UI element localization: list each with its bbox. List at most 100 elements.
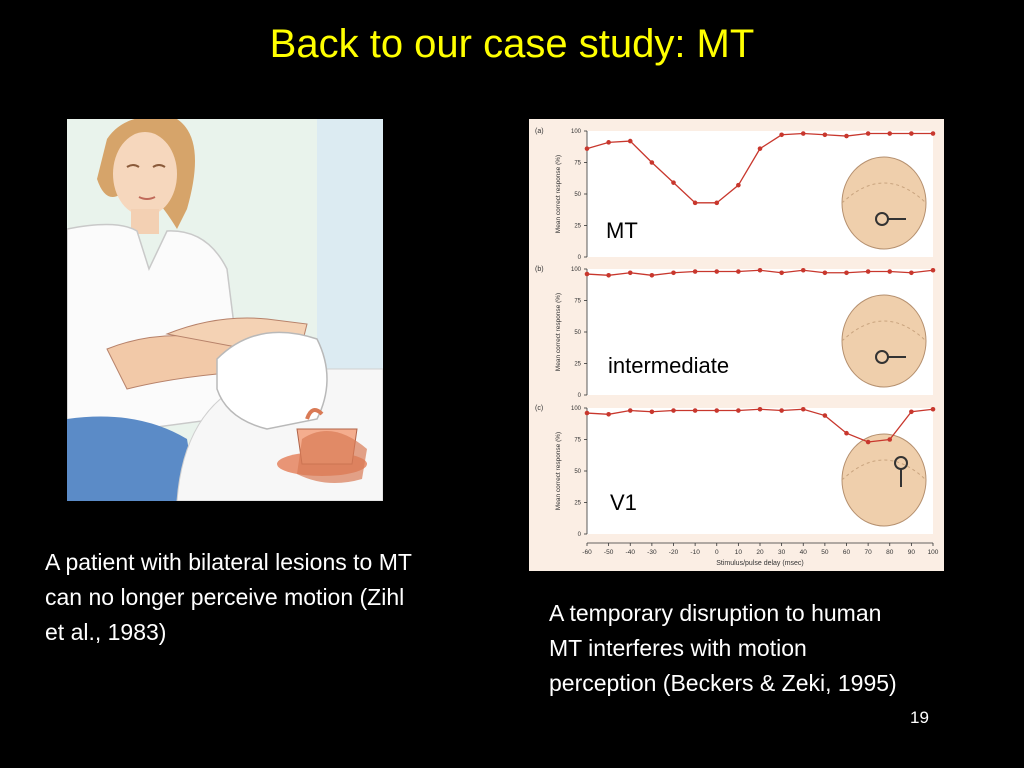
data-point-1-16 (930, 267, 936, 273)
y-tick-label-0-0: 0 (578, 255, 582, 261)
panel-tag-2: (c) (535, 405, 543, 412)
x-tick-label-2: -40 (626, 549, 636, 556)
data-point-2-8 (757, 406, 763, 412)
data-point-2-3 (649, 409, 655, 415)
data-point-1-2 (627, 270, 633, 276)
data-point-0-5 (692, 200, 698, 206)
data-point-0-14 (887, 131, 893, 136)
data-point-1-1 (606, 273, 611, 278)
data-point-2-4 (671, 408, 676, 413)
region-label-v1: V1 (610, 490, 637, 515)
data-point-2-1 (606, 412, 611, 417)
x-tick-label-5: -10 (690, 549, 700, 556)
y-tick-label-2-0: 0 (578, 532, 582, 538)
data-point-2-13 (865, 439, 871, 445)
data-point-1-13 (865, 269, 871, 274)
y-axis-label-2: Mean correct response (%) (555, 432, 562, 510)
x-tick-label-1: -50 (604, 549, 614, 556)
x-tick-label-7: 10 (735, 549, 743, 556)
y-tick-label-0-50: 50 (574, 192, 581, 198)
data-point-0-1 (606, 140, 611, 145)
data-point-0-13 (865, 131, 871, 136)
data-point-0-9 (779, 132, 784, 138)
data-point-2-7 (736, 408, 741, 413)
x-tick-label-8: 20 (756, 549, 764, 556)
data-point-0-2 (627, 138, 633, 144)
x-tick-label-11: 50 (821, 549, 829, 556)
y-tick-label-2-75: 75 (574, 438, 581, 444)
data-point-0-4 (671, 180, 676, 185)
data-point-0-0 (584, 146, 590, 151)
panel-tag-1: (b) (535, 266, 544, 273)
data-point-2-0 (584, 410, 590, 416)
y-tick-label-1-75: 75 (574, 299, 581, 305)
data-point-1-3 (649, 273, 655, 278)
panel-tag-0: (a) (535, 128, 544, 135)
y-axis-label-0: Mean correct response (%) (555, 155, 562, 233)
data-point-2-9 (779, 408, 784, 413)
data-point-0-16 (930, 131, 936, 136)
x-tick-label-15: 90 (908, 549, 916, 556)
data-point-1-4 (671, 270, 676, 276)
head-sketch-0 (841, 156, 927, 250)
data-point-2-2 (627, 408, 633, 413)
data-point-2-10 (800, 406, 806, 412)
y-axis-label-1: Mean correct response (%) (555, 293, 562, 371)
y-tick-label-0-25: 25 (574, 224, 581, 230)
y-tick-label-1-0: 0 (578, 393, 582, 399)
slide-title: Back to our case study: MT (269, 22, 755, 66)
y-tick-label-0-100: 100 (571, 129, 582, 135)
x-tick-label-14: 80 (886, 549, 894, 556)
y-tick-label-2-25: 25 (574, 501, 581, 507)
y-tick-label-2-50: 50 (574, 469, 581, 475)
y-tick-label-0-75: 75 (574, 161, 581, 167)
x-tick-label-4: -20 (669, 549, 679, 556)
y-tick-label-2-100: 100 (571, 406, 582, 412)
data-point-1-0 (584, 271, 590, 277)
left-caption: A patient with bilateral lesions to MT c… (45, 549, 412, 645)
data-point-0-6 (714, 200, 720, 206)
y-tick-label-1-100: 100 (571, 267, 582, 273)
x-tick-label-3: -30 (647, 549, 657, 556)
data-point-1-10 (800, 267, 806, 273)
data-point-0-8 (757, 146, 763, 151)
x-tick-label-12: 60 (843, 549, 851, 556)
data-point-1-15 (909, 270, 914, 276)
data-point-2-11 (822, 413, 828, 418)
data-point-0-10 (800, 131, 806, 136)
x-tick-label-13: 70 (865, 549, 873, 556)
data-point-2-12 (844, 430, 849, 436)
x-tick-label-9: 30 (778, 549, 786, 556)
x-tick-label-0: -60 (582, 549, 592, 556)
x-tick-label-10: 40 (800, 549, 808, 556)
right-caption: A temporary disruption to human MT inter… (549, 600, 897, 696)
data-point-2-5 (692, 408, 698, 413)
data-point-1-8 (757, 267, 763, 273)
data-point-2-6 (714, 408, 720, 413)
data-point-0-11 (822, 132, 828, 138)
data-point-0-7 (736, 182, 741, 188)
data-point-2-15 (909, 409, 914, 415)
y-tick-label-1-50: 50 (574, 330, 581, 336)
data-point-0-15 (909, 131, 914, 136)
page-number: 19 (910, 708, 929, 727)
data-point-1-12 (844, 270, 849, 276)
patient-illustration (67, 119, 383, 501)
data-point-0-3 (649, 160, 655, 165)
data-point-1-11 (822, 270, 828, 276)
data-point-1-7 (736, 269, 741, 274)
x-axis-label: Stimulus/pulse delay (msec) (716, 560, 804, 567)
head-sketch-2 (841, 433, 927, 527)
region-label-mt: MT (606, 218, 638, 243)
data-point-1-5 (692, 269, 698, 274)
data-point-2-16 (930, 406, 936, 412)
data-point-1-14 (887, 269, 893, 274)
x-tick-label-16: 100 (928, 549, 939, 556)
head-sketch-1 (841, 294, 927, 388)
region-label-intermediate: intermediate (608, 353, 730, 378)
data-point-0-12 (844, 133, 849, 139)
data-point-1-6 (714, 269, 720, 274)
x-tick-label-6: 0 (715, 549, 719, 556)
